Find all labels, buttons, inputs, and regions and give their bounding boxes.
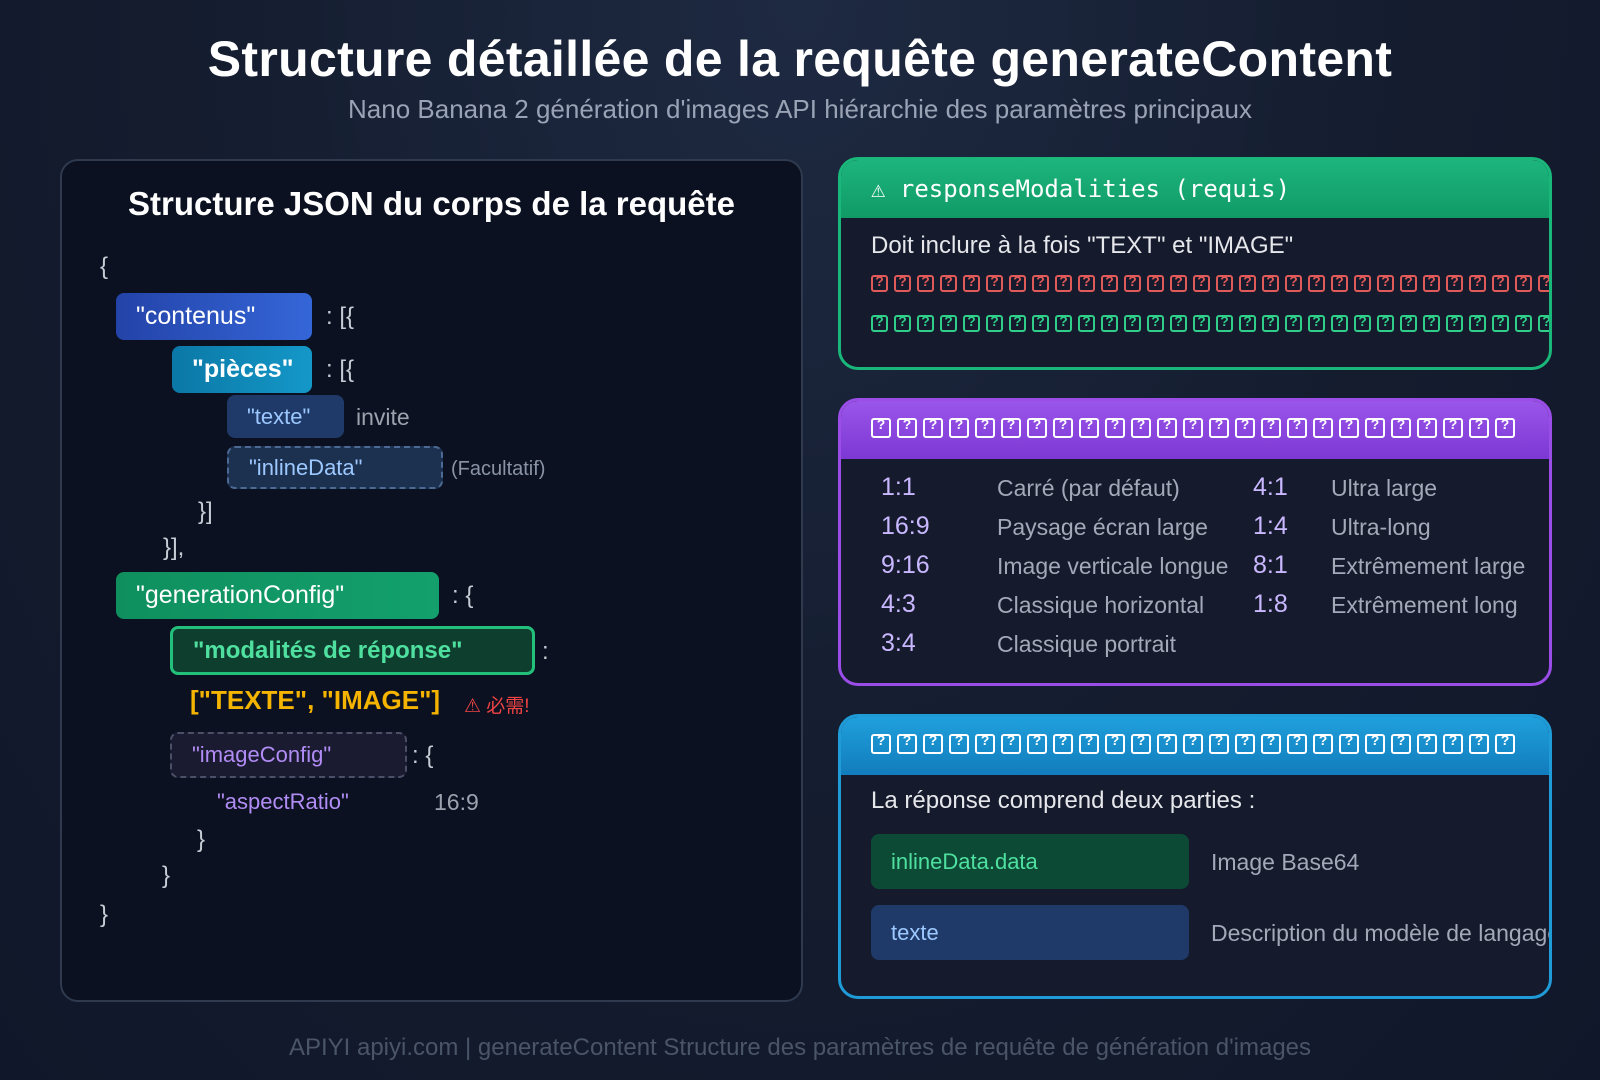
ratio-description: Paysage écran large	[997, 514, 1208, 540]
contents-key: "contenus"	[116, 293, 312, 340]
ratio-value: 1:1	[881, 473, 916, 501]
card-header	[841, 717, 1549, 775]
ratio-value: 3:4	[881, 629, 916, 657]
placeholder-glyph-row	[871, 416, 1549, 445]
aspect-ratio-card: 1:1 Carré (par défaut) 4:1 Ultra large 1…	[838, 398, 1552, 686]
aspect-ratio-key: "aspectRatio"	[217, 789, 349, 814]
ratio-description: Extrêmement large	[1331, 553, 1526, 579]
response-structure-card: La réponse comprend deux parties : inlin…	[838, 714, 1552, 999]
image-config-punct: : {	[412, 742, 434, 769]
ratio-value: 4:1	[1253, 473, 1288, 501]
ratio-description: Ultra-long	[1331, 514, 1431, 540]
card-header: ⚠ responseModalities (requis)	[841, 160, 1549, 218]
close-parts: }]	[198, 498, 213, 525]
response-modalities-punct: :	[542, 638, 549, 665]
required-note: ⚠ 必需!	[464, 696, 530, 717]
ratio-value: 1:4	[1253, 512, 1288, 540]
card-header	[841, 401, 1549, 459]
response-modalities-value: ["TEXTE", "IMAGE"]	[190, 685, 441, 715]
footer: APIYI apiyi.com | generateContent Struct…	[288, 1034, 1312, 1061]
page-title: Structure détaillée de la requête genera…	[207, 31, 1393, 87]
ratio-description: Classique portrait	[997, 631, 1176, 657]
inline-data-key: "inlineData"	[227, 446, 443, 489]
modalities-line: Doit inclure à la fois "TEXT" et "IMAGE"	[871, 232, 1294, 259]
contents-punct: : [{	[326, 303, 355, 330]
parts-punct: : [{	[326, 356, 355, 383]
ratio-description: Carré (par défaut)	[997, 475, 1180, 501]
inline-data-part-description: Image Base64	[1211, 849, 1360, 875]
text-part: texte	[871, 905, 1189, 960]
ratio-value: 1:8	[1253, 590, 1288, 618]
ratio-description: Image verticale longue	[997, 553, 1229, 579]
placeholder-glyph-row-green	[871, 315, 1549, 337]
response-modalities-card: ⚠ responseModalities (requis) Doit inclu…	[838, 157, 1552, 370]
panel-heading: Structure JSON du corps de la requête	[128, 185, 735, 222]
page-subtitle: Nano Banana 2 génération d'images API hi…	[348, 94, 1252, 124]
ratio-value: 4:3	[881, 590, 916, 618]
parts-key: "pièces"	[172, 346, 312, 393]
close-contents: }],	[163, 534, 185, 561]
image-config-key: "imageConfig"	[170, 732, 407, 778]
close-root-brace: }	[100, 901, 109, 928]
inline-data-note: (Facultatif)	[451, 458, 546, 480]
response-intro: La réponse comprend deux parties :	[871, 787, 1256, 814]
close-generation-config: }	[162, 862, 171, 889]
generation-config-punct: : {	[452, 582, 474, 609]
ratio-value: 8:1	[1253, 551, 1288, 579]
ratio-description: Classique horizontal	[997, 592, 1205, 618]
json-structure-panel: Structure JSON du corps de la requête { …	[60, 159, 803, 1002]
inline-data-part: inlineData.data	[871, 834, 1189, 889]
text-part-description: Description du modèle de langage	[1211, 920, 1552, 946]
aspect-ratio-value: 16:9	[434, 789, 479, 815]
close-image-config: }	[197, 826, 206, 853]
placeholder-glyph-row	[871, 732, 1549, 761]
response-modalities-key: "modalités de réponse"	[170, 626, 535, 675]
text-value: invite	[356, 404, 410, 430]
ratio-value: 9:16	[881, 551, 930, 579]
text-key: "texte"	[227, 395, 344, 438]
placeholder-glyph-row-red	[871, 275, 1549, 297]
generation-config-key: "generationConfig"	[116, 572, 439, 619]
open-brace: {	[100, 253, 109, 280]
ratio-description: Ultra large	[1331, 475, 1438, 501]
ratio-value: 16:9	[881, 512, 930, 540]
ratio-description: Extrêmement long	[1331, 592, 1518, 618]
